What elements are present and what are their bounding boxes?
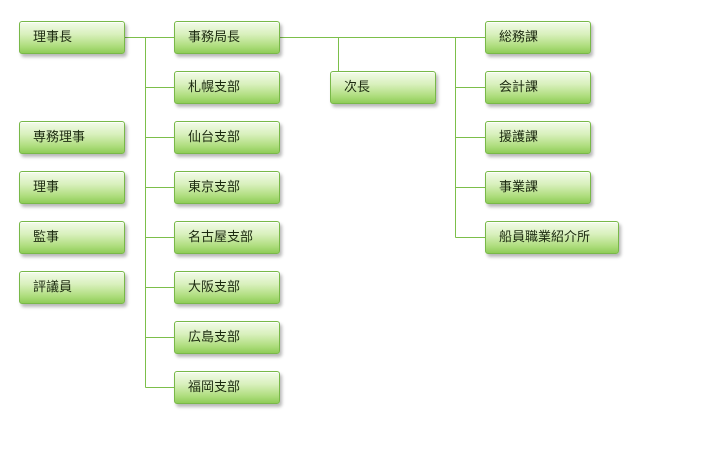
box-branch-osaka: 大阪支部	[174, 271, 280, 304]
box-branch-nagoya: 名古屋支部	[174, 221, 280, 254]
box-branch-fukuoka: 福岡支部	[174, 371, 280, 404]
box-section-seafarer-placement: 船員職業紹介所	[485, 221, 619, 254]
box-branch-tokyo: 東京支部	[174, 171, 280, 204]
box-branch-hiroshima: 広島支部	[174, 321, 280, 354]
box-section-business: 事業課	[485, 171, 591, 204]
box-branch-sapporo: 札幌支部	[174, 71, 280, 104]
box-deputy: 次長	[330, 71, 436, 104]
box-branch-sendai: 仙台支部	[174, 121, 280, 154]
box-executive-director: 専務理事	[19, 121, 125, 154]
box-councilor: 評議員	[19, 271, 125, 304]
box-secretary-general: 事務局長	[174, 21, 280, 54]
box-auditor: 監事	[19, 221, 125, 254]
box-section-general-affairs: 総務課	[485, 21, 591, 54]
box-chairman: 理事長	[19, 21, 125, 54]
box-section-accounting: 会計課	[485, 71, 591, 104]
box-section-relief: 援護課	[485, 121, 591, 154]
box-director: 理事	[19, 171, 125, 204]
